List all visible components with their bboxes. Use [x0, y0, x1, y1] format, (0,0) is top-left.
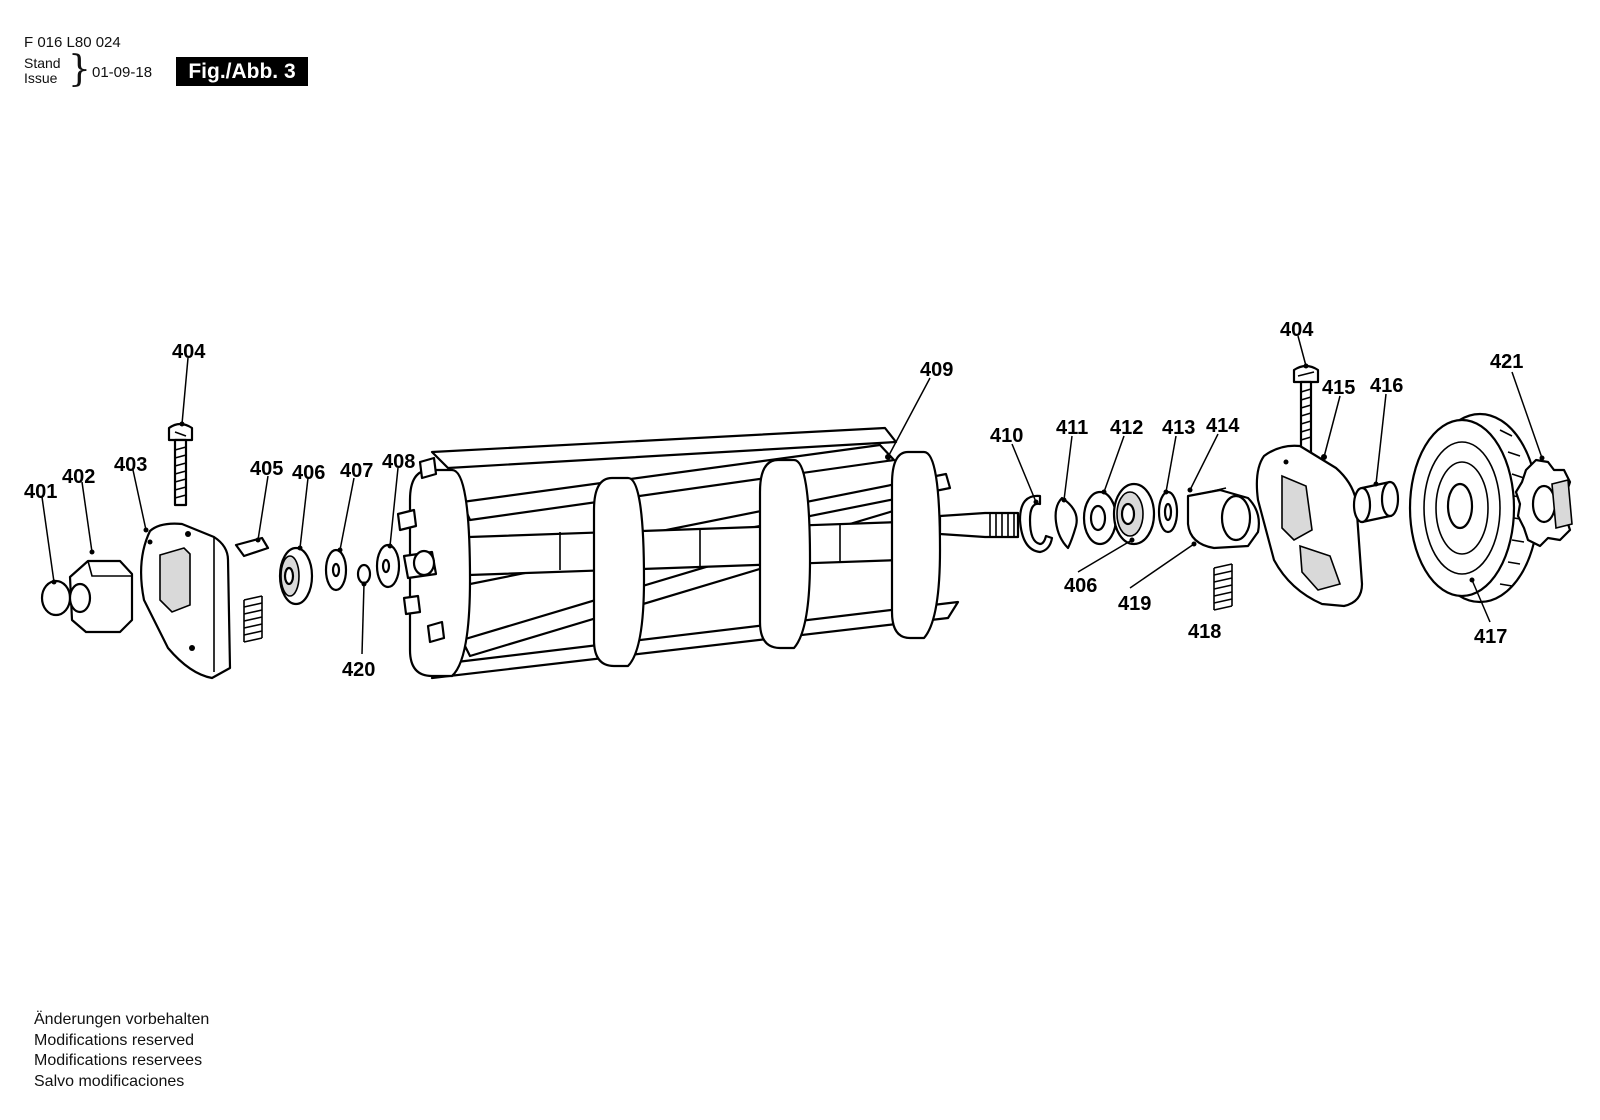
stand-label: Stand — [24, 55, 61, 71]
part-412-seal — [1082, 490, 1118, 546]
modifications-notice: Änderungen vorbehalten Modifications res… — [34, 1010, 209, 1092]
callout-420: 420 — [342, 659, 375, 681]
callout-411: 411 — [1056, 417, 1088, 439]
callout-406-right: 406 — [1064, 575, 1097, 597]
part-406-bearing-right — [1112, 482, 1156, 546]
leader-lines — [41, 335, 1545, 655]
part-402-nut — [68, 559, 134, 634]
callout-413: 413 — [1162, 417, 1195, 439]
callout-406-left: 406 — [292, 462, 325, 484]
callout-407: 407 — [340, 460, 373, 482]
part-409-cutting-cylinder — [396, 426, 1020, 680]
part-415-side-plate — [1255, 444, 1364, 608]
brace-glyph: } — [68, 49, 91, 90]
part-420-ring — [356, 563, 372, 585]
part-416-bush — [1352, 480, 1400, 524]
callout-416: 416 — [1370, 375, 1403, 397]
callout-401: 401 — [24, 481, 57, 503]
callout-404-left: 404 — [172, 341, 206, 363]
callout-409: 409 — [920, 359, 953, 381]
part-408-washer — [375, 543, 401, 589]
callout-412: 412 — [1110, 417, 1143, 439]
issue-date: 01-09-18 — [92, 64, 153, 81]
part-418-spring — [1213, 563, 1233, 611]
callout-421: 421 — [1490, 351, 1523, 373]
part-413-ring — [1157, 490, 1179, 534]
notice-line-de: Änderungen vorbehalten — [34, 1011, 210, 1028]
part-421-sprocket — [1514, 458, 1573, 548]
part-403-side-plate — [140, 522, 232, 680]
part-411-ring — [1054, 496, 1078, 550]
part-417-pulley — [1408, 412, 1540, 604]
part-405-clip — [234, 536, 270, 558]
callout-408: 408 — [382, 451, 415, 473]
figure-label: Fig./Abb. 3 — [176, 57, 308, 86]
callout-417: 417 — [1474, 626, 1507, 648]
part-404-screw-right — [1292, 364, 1320, 454]
spring-left — [243, 595, 263, 643]
callout-403: 403 — [114, 454, 147, 476]
stand-issue-labels: Stand Issue — [24, 56, 61, 86]
callout-405: 405 — [250, 458, 283, 480]
callout-414: 414 — [1206, 415, 1240, 437]
callout-labels: 401 402 403 404 405 406 407 408 420 409 … — [24, 319, 1523, 681]
part-401-cap — [40, 579, 72, 617]
callout-418: 418 — [1188, 621, 1221, 643]
part-407-washer — [324, 548, 348, 592]
callout-410: 410 — [990, 425, 1023, 447]
part-410-circlip — [1018, 494, 1054, 554]
notice-line-fr: Modifications reservees — [34, 1052, 203, 1069]
notice-line-en: Modifications reserved — [34, 1031, 195, 1049]
part-406-bearing-left — [278, 546, 314, 606]
part-404-screw-left — [167, 422, 194, 507]
callout-404-right: 404 — [1280, 319, 1314, 341]
issue-label: Issue — [24, 70, 58, 86]
notice-line-es: Salvo modificaciones — [34, 1072, 185, 1090]
part-414-bearing-housing — [1186, 487, 1260, 550]
document-number: F 016 L80 024 — [24, 34, 121, 51]
callout-402: 402 — [62, 466, 95, 488]
callout-415: 415 — [1322, 377, 1355, 399]
callout-419: 419 — [1118, 593, 1151, 615]
